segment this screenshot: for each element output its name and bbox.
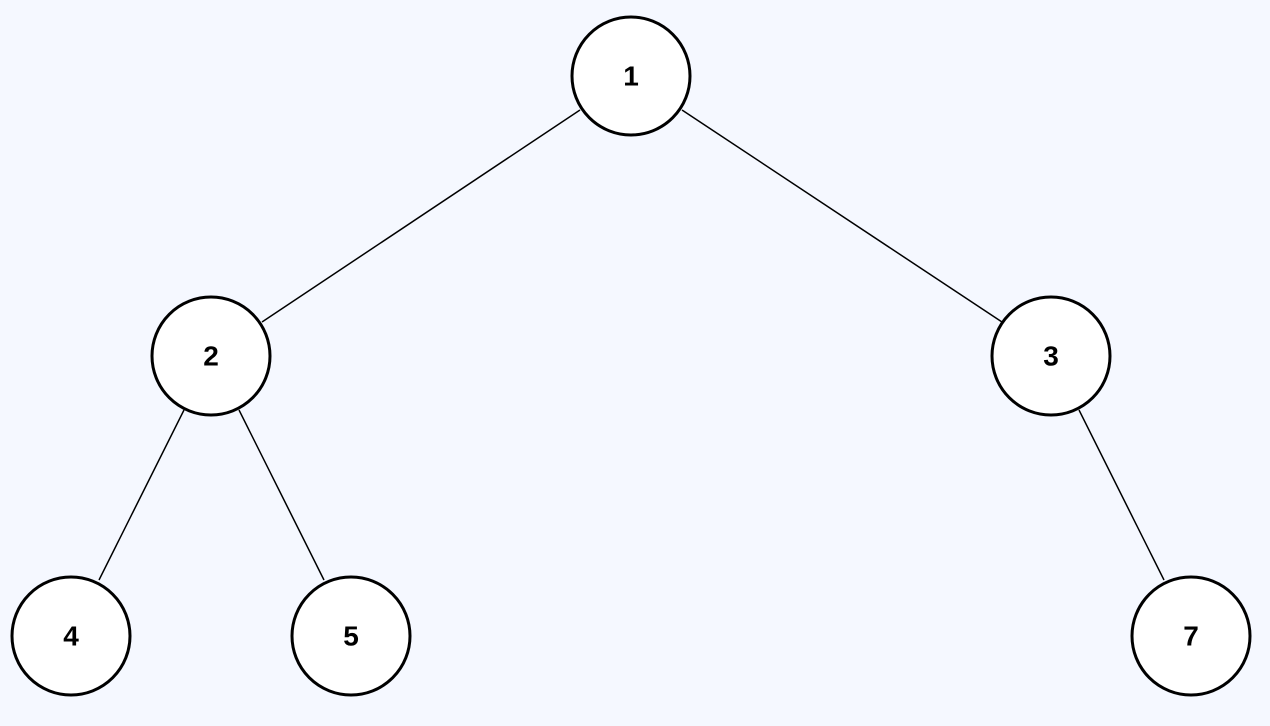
- node-circle: [990, 295, 1112, 417]
- tree-nodes: 1 2 3 4 5 7: [10, 15, 1252, 697]
- tree-node: 5: [290, 575, 412, 697]
- tree-node: 3: [990, 295, 1112, 417]
- node-label: 4: [63, 621, 79, 652]
- tree-node: 7: [1130, 575, 1252, 697]
- node-label: 3: [1043, 341, 1059, 372]
- tree-node: 1: [570, 15, 692, 137]
- node-label: 2: [203, 341, 219, 372]
- node-circle: [290, 575, 412, 697]
- node-circle: [10, 575, 132, 697]
- node-circle: [1130, 575, 1252, 697]
- node-circle: [570, 15, 692, 137]
- node-label: 7: [1183, 621, 1199, 652]
- edge-3-7: [1078, 409, 1165, 581]
- edge-2-4: [98, 409, 185, 581]
- edge-2-5: [238, 409, 325, 581]
- tree-edges: [98, 109, 1165, 581]
- tree-node: 4: [10, 575, 132, 697]
- edge-1-3: [681, 109, 1003, 323]
- node-circle: [150, 295, 272, 417]
- node-label: 5: [343, 621, 359, 652]
- tree-node: 2: [150, 295, 272, 417]
- node-label: 1: [623, 61, 639, 92]
- edge-1-2: [261, 109, 581, 323]
